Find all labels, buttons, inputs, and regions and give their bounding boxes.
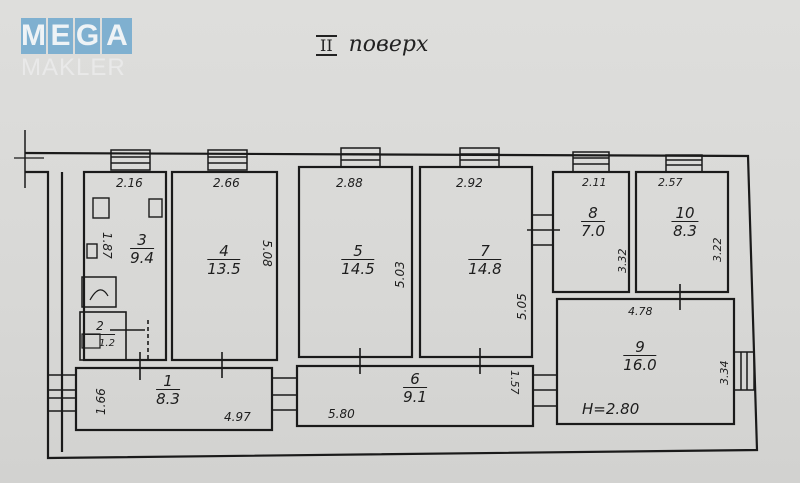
room10-width-label: 2.57 (658, 176, 683, 189)
room-area: 9.1 (403, 388, 427, 406)
room5-height-label: 5.03 (393, 261, 407, 288)
room-area: 7.0 (581, 222, 605, 240)
room-number: 6 (403, 371, 427, 388)
room-1-label: 1 8.3 (156, 373, 180, 408)
logo-letter: E (48, 18, 73, 54)
room8-height-label: 3.32 (616, 248, 629, 274)
room4-height-label: 5.08 (260, 240, 274, 267)
floor-numeral: II (316, 35, 337, 56)
room-7-label: 7 14.8 (468, 243, 502, 278)
room3-width-label: 2.16 (116, 176, 143, 190)
room10-height-label: 3.22 (711, 237, 724, 263)
logo-letter: A (102, 18, 132, 54)
room-area: 14.8 (468, 260, 502, 278)
logo-mega: M E G A (21, 18, 132, 54)
room-10-label: 10 8.3 (671, 205, 699, 240)
room-4-label: 4 13.5 (207, 243, 241, 278)
room-number: 1 (156, 373, 180, 390)
logo-letter: M (21, 18, 46, 54)
room-number: 3 (130, 232, 154, 249)
room-3-label: 3 9.4 (130, 232, 154, 267)
room6-width-label: 5.80 (328, 407, 355, 421)
room-number: 2 (85, 318, 115, 335)
room7-height-label: 5.05 (515, 293, 529, 320)
ceiling-height-label: H=2.80 (582, 400, 640, 418)
plan-title: II поверх (316, 32, 428, 57)
room8-width-label: 2.11 (582, 176, 607, 189)
room-number: 7 (468, 243, 502, 260)
megamakler-logo: M E G A MAKLER (21, 18, 132, 80)
room-number: 9 (623, 339, 657, 356)
room-number: 10 (671, 205, 699, 222)
room-5-label: 5 14.5 (341, 243, 375, 278)
room-number: 4 (207, 243, 241, 260)
room4-width-label: 2.66 (213, 176, 240, 190)
room1-height-label: 1.66 (94, 388, 108, 415)
room-6-label: 6 9.1 (403, 371, 427, 406)
room-9-label: 9 16.0 (623, 339, 657, 374)
room-2-label: 2 1.2 (85, 318, 115, 353)
floor-word: поверх (348, 32, 429, 57)
room-number: 5 (341, 243, 375, 260)
logo-letter: G (75, 18, 100, 54)
room6-height-label: 1.57 (508, 370, 521, 395)
room-area: 9.4 (130, 249, 154, 267)
room-area: 1.2 (99, 338, 115, 349)
room-area: 8.3 (673, 222, 697, 240)
room-8-label: 8 7.0 (581, 205, 605, 240)
room9-width-label: 4.78 (628, 305, 653, 318)
room-area: 16.0 (623, 356, 657, 374)
room-number: 8 (581, 205, 605, 222)
room-area: 13.5 (207, 260, 241, 278)
logo-subtitle: MAKLER (21, 54, 126, 81)
room7-width-label: 2.92 (456, 176, 483, 190)
room3-height-label: 1.87 (100, 232, 114, 259)
room5-width-label: 2.88 (336, 176, 363, 190)
room1-width-label: 4.97 (224, 410, 251, 424)
room-area: 14.5 (341, 260, 375, 278)
room-area: 8.3 (156, 390, 180, 408)
room9-height-label: 3.34 (718, 360, 731, 386)
